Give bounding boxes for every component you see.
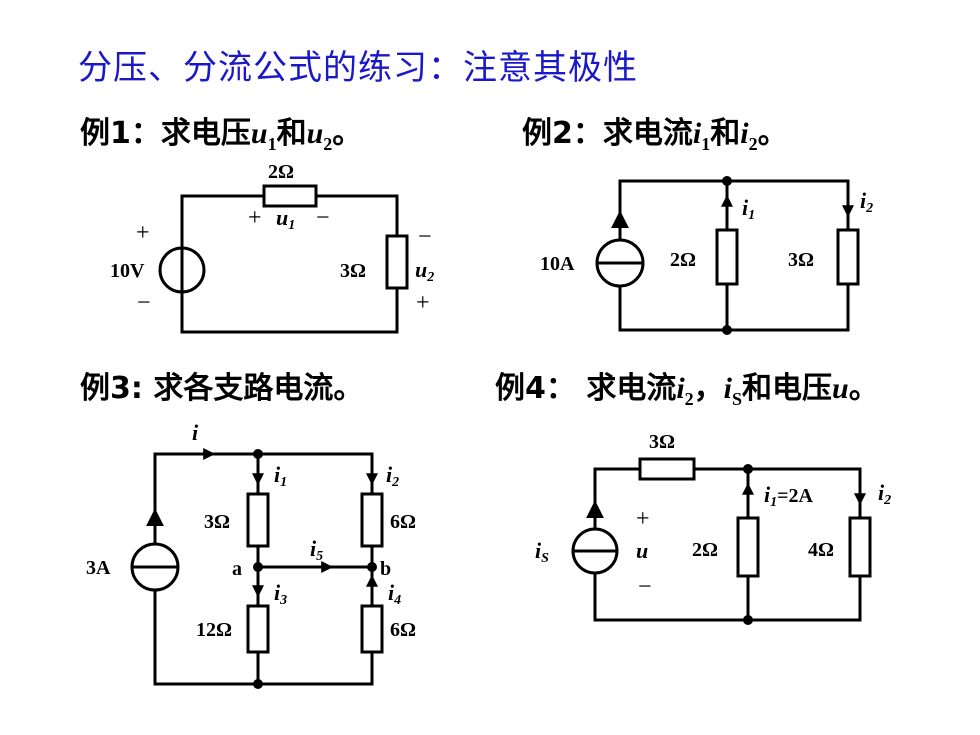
example-1-heading: 例1：求电压u1和u2。 [80,116,363,154]
minus-sign: − [137,290,151,316]
resistor-label: 3Ω [204,511,230,533]
example-2-heading: 例2：求电流i1和i2。 [522,116,788,154]
circuit-3: i i1 i2 i3 i4 i5 3A 3Ω 6Ω 12Ω 6Ω a b [86,420,416,689]
source-label: 10V [110,260,145,282]
resistor-label: 3Ω [788,249,814,271]
node-a [253,562,263,572]
plus-sign: + [136,220,150,246]
i1-label: i1 [274,462,287,490]
i2-label: i2 [878,480,891,508]
plus-sign: + [248,205,262,231]
resistor-label: 2Ω [670,249,696,271]
resistor-label: 6Ω [390,511,416,533]
minus-sign: − [316,205,330,231]
example-3-heading: 例3: 求各支路电流。 [80,371,364,406]
u2-label: u2 [415,257,434,285]
plus-sign: + [416,290,430,316]
u-label: u [636,538,648,563]
resistor-label: 6Ω [390,619,416,641]
minus-sign: − [638,574,652,600]
minus-sign: − [418,224,432,250]
i2-label: i2 [386,462,399,490]
wire [180,288,399,334]
resistor-label: 2Ω [692,539,718,561]
plus-sign: + [636,506,650,532]
circuit-4: 3Ω iS + u − 2Ω 4Ω i1=2A i2 [535,431,891,625]
circuit-2: 10A 2Ω 3Ω i1 i2 [540,176,873,335]
node-dot [253,679,263,689]
i5-label: i5 [310,536,323,564]
node-b-label: b [380,558,391,580]
resistor-2ohm [736,516,760,578]
u1-label: u1 [276,205,295,233]
circuit-1: 2Ω + u1 − + 10V − 3Ω − u2 + [110,161,434,334]
resistor-4ohm [848,516,872,578]
resistor-6ohm [360,492,384,548]
wire [153,590,374,686]
resistor-3ohm [246,492,270,548]
i2-label: i2 [860,188,873,216]
source-label: 3A [86,557,111,579]
wire [180,194,264,248]
resistor-label: 12Ω [196,619,232,641]
wire [618,284,850,332]
wire [593,467,640,530]
node-b [367,562,377,572]
source-label: 10A [540,253,575,275]
resistor-label: 4Ω [808,539,834,561]
example-4-heading: 例4： 求电流i2，iS和电压u。 [495,371,879,409]
wire [593,572,862,622]
resistor-2ohm [715,228,739,286]
node-dot [743,464,753,474]
i1-label: i1=2A [764,482,814,510]
page-title: 分压、分流公式的练习：注意其极性 [78,48,638,88]
i1-label: i1 [742,195,755,223]
i-label: i [192,420,199,445]
node-dot [253,449,263,459]
resistor-label: 3Ω [340,260,366,282]
resistor-6ohm [360,604,384,654]
resistor-label: 3Ω [649,431,675,453]
resistor-3ohm [385,234,409,290]
node-a-label: a [232,558,242,580]
node-dot [722,325,732,335]
i3-label: i3 [274,580,287,608]
resistor-label: 2Ω [268,161,294,183]
node-dot [743,615,753,625]
i4-label: i4 [388,580,401,608]
resistor-3ohm [836,228,860,286]
node-dot [722,176,732,186]
resistor-3ohm [638,457,696,481]
wire [316,194,399,236]
resistor-2ohm [262,184,318,208]
resistor-12ohm [246,604,270,654]
is-label: iS [535,538,549,566]
